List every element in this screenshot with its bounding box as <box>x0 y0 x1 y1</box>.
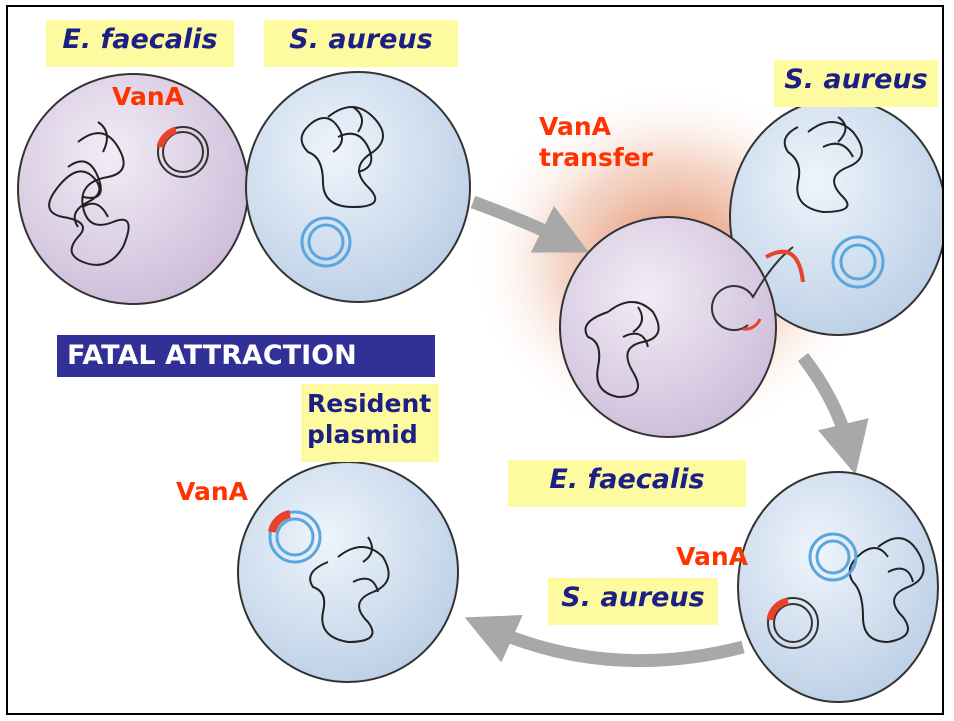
label-resident-plasmid: Resident plasmid <box>301 384 439 462</box>
label-vana-top: VanA <box>112 82 184 113</box>
label-vana-transfer: VanA transfer <box>539 112 653 173</box>
arrow-to-resident-cell <box>486 627 743 661</box>
title-banner: FATAL ATTRACTION <box>57 335 435 377</box>
label-efaecalis-mid: E. faecalis <box>508 460 746 507</box>
label-saureus-top: S. aureus <box>264 20 458 67</box>
label-saureus-right: S. aureus <box>774 60 938 107</box>
cell-saureus-result <box>238 462 458 682</box>
label-vana-bottom-right: VanA <box>676 542 748 573</box>
vana-transfer-line-2: transfer <box>539 143 653 174</box>
label-saureus-bottom: S. aureus <box>548 578 718 625</box>
diagram-frame: E. faecalis S. aureus S. aureus E. faeca… <box>6 5 944 715</box>
resident-line-1: Resident <box>307 388 433 419</box>
vana-transfer-line-1: VanA <box>539 112 653 143</box>
resident-line-2: plasmid <box>307 419 433 450</box>
cell-saureus-top <box>246 72 470 302</box>
label-efaecalis-top: E. faecalis <box>46 20 234 67</box>
label-vana-result: VanA <box>176 477 248 508</box>
cell-saureus-bottom <box>738 472 938 702</box>
